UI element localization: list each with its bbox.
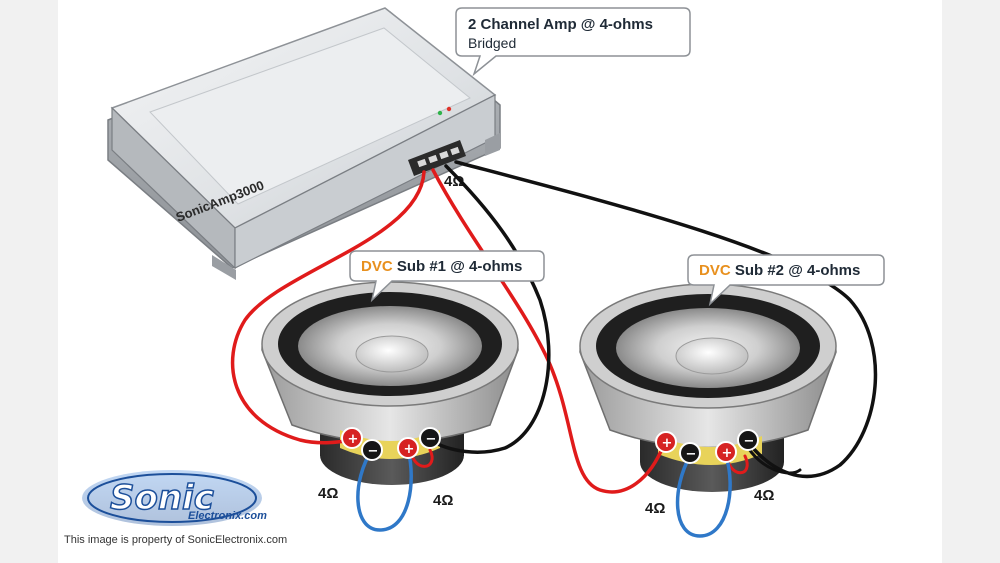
sub1-coil1-impedance: 4Ω — [318, 485, 338, 502]
sub2-dvc-prefix: DVC — [699, 262, 731, 279]
sub2-callout: DVC Sub #2 @ 4-ohms — [687, 254, 885, 307]
sub2-callout-label: DVC Sub #2 @ 4-ohms — [699, 262, 860, 279]
sub2-coil1-positive-terminal-icon — [655, 431, 677, 453]
sub2-coil2-impedance: 4Ω — [754, 487, 774, 504]
amp-callout-title: 2 Channel Amp @ 4-ohms — [468, 16, 653, 33]
amplifier: SonicAmp3000 — [107, 7, 501, 280]
sub1-coil1-positive-terminal-icon — [341, 427, 363, 449]
sub1-coil2-impedance: 4Ω — [433, 492, 453, 509]
terminal-sign: − — [686, 447, 697, 462]
sub1-label-rest: Sub #1 @ 4-ohms — [393, 258, 523, 275]
terminal-sign: − — [368, 444, 379, 459]
sub1-coil2-negative-terminal-icon — [419, 427, 441, 449]
logo-sub-text: Electronix.com — [188, 510, 267, 522]
sub2-coil1-impedance: 4Ω — [645, 500, 665, 517]
amp-terminal-block — [408, 140, 466, 176]
protect-led-icon — [446, 106, 452, 112]
terminal-sign: − — [426, 432, 437, 447]
terminal-sign: − — [744, 434, 755, 449]
sub2-coil1-negative-terminal-icon — [679, 442, 701, 464]
subwoofer-1 — [261, 281, 519, 485]
terminal-sign: + — [348, 432, 359, 447]
logo-main-text: Sonic — [110, 478, 214, 518]
sub1-coil1-negative-terminal-icon — [361, 439, 383, 461]
jumper-wire-sub1 — [356, 448, 413, 532]
sub1-callout-label: DVC Sub #1 @ 4-ohms — [361, 258, 522, 275]
power-led-icon — [437, 110, 443, 116]
amp-callout-subtitle: Bridged — [468, 35, 516, 51]
sonic-electronix-logo: Sonic Electronix.com — [82, 470, 267, 526]
subwoofer-2 — [579, 283, 837, 492]
sub1-dvc-prefix: DVC — [361, 258, 393, 275]
sub1-terminals: + − + − — [341, 427, 441, 461]
sub1-coil2-positive-terminal-icon — [397, 437, 419, 459]
terminal-sign: + — [722, 446, 733, 461]
positive-wire-amp-to-sub1 — [230, 170, 426, 445]
sub2-coil2-negative-terminal-icon — [737, 429, 759, 451]
amp-callout: 2 Channel Amp @ 4-ohms Bridged — [455, 7, 691, 77]
jumper-wire-sub2 — [675, 454, 732, 538]
negative-wire-amp-to-sub2 — [454, 160, 878, 478]
left-margin-band — [0, 0, 58, 563]
sub2-label-rest: Sub #2 @ 4-ohms — [731, 262, 861, 279]
sub2-coil2-positive-terminal-icon — [715, 441, 737, 463]
right-margin-band — [942, 0, 1000, 563]
sub2-terminals: + − + − — [655, 429, 759, 464]
terminal-sign: + — [662, 436, 673, 451]
terminal-sign: + — [404, 442, 415, 457]
sub1-callout: DVC Sub #1 @ 4-ohms — [349, 250, 545, 303]
negative-wire-amp-to-sub1 — [428, 164, 551, 454]
copyright-notice: This image is property of SonicElectroni… — [64, 534, 288, 546]
